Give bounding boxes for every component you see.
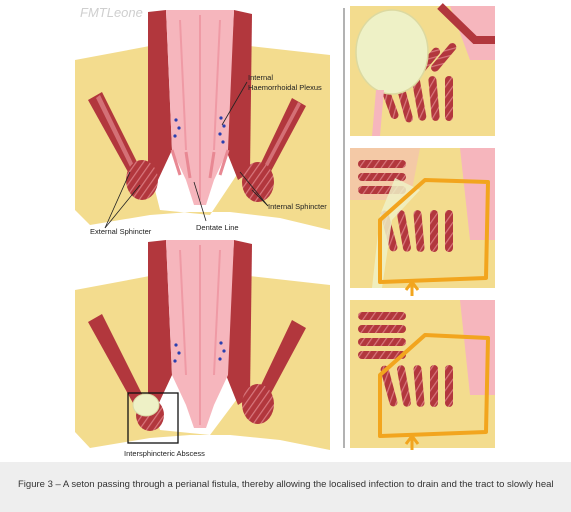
label-haemorrhoidal-plexus: Haemorrhoidal Plexus	[248, 83, 322, 92]
haemorrhoidal-plexus-dots	[173, 116, 226, 144]
draining-pus	[372, 178, 420, 288]
closeup-abscess-panel	[350, 3, 495, 136]
external-sphincter-ring-right	[242, 162, 274, 202]
anal-anatomy-figure: FMTLeone	[75, 3, 495, 458]
figure-caption: Figure 3 – A seton passing through a per…	[18, 479, 554, 490]
abscess-highlight-box	[127, 392, 179, 444]
closeup-seton-draining-panel	[350, 148, 495, 296]
closeup-seton-healing-panel	[350, 300, 495, 450]
label-external-sphincter: External Sphincter	[90, 227, 152, 236]
figure-caption-bar: Figure 3 – A seton passing through a per…	[0, 462, 571, 512]
abscess-cavity	[132, 393, 160, 417]
watermark-text: FMTLeone	[80, 5, 143, 20]
abscess-anatomy-diagram: Intersphincteric Abscess	[75, 240, 330, 458]
label-internal-sphincter: Internal Sphincter	[268, 202, 327, 211]
closeup-abscess	[355, 9, 429, 95]
seton-knot-healing	[404, 433, 420, 450]
external-sphincter-ring-left	[126, 160, 158, 200]
seton-loop-healing	[378, 333, 490, 438]
label-intersphincteric-abscess: Intersphincteric Abscess	[124, 449, 205, 458]
seton-loop	[378, 178, 490, 284]
label-dentate-line: Dentate Line	[196, 223, 239, 232]
internal-sphincter-wall-left	[148, 10, 172, 180]
seton-knot	[404, 279, 420, 296]
label-internal: Internal	[248, 73, 273, 82]
normal-anatomy-diagram: Internal Haemorrhoidal Plexus Internal S…	[75, 10, 330, 236]
